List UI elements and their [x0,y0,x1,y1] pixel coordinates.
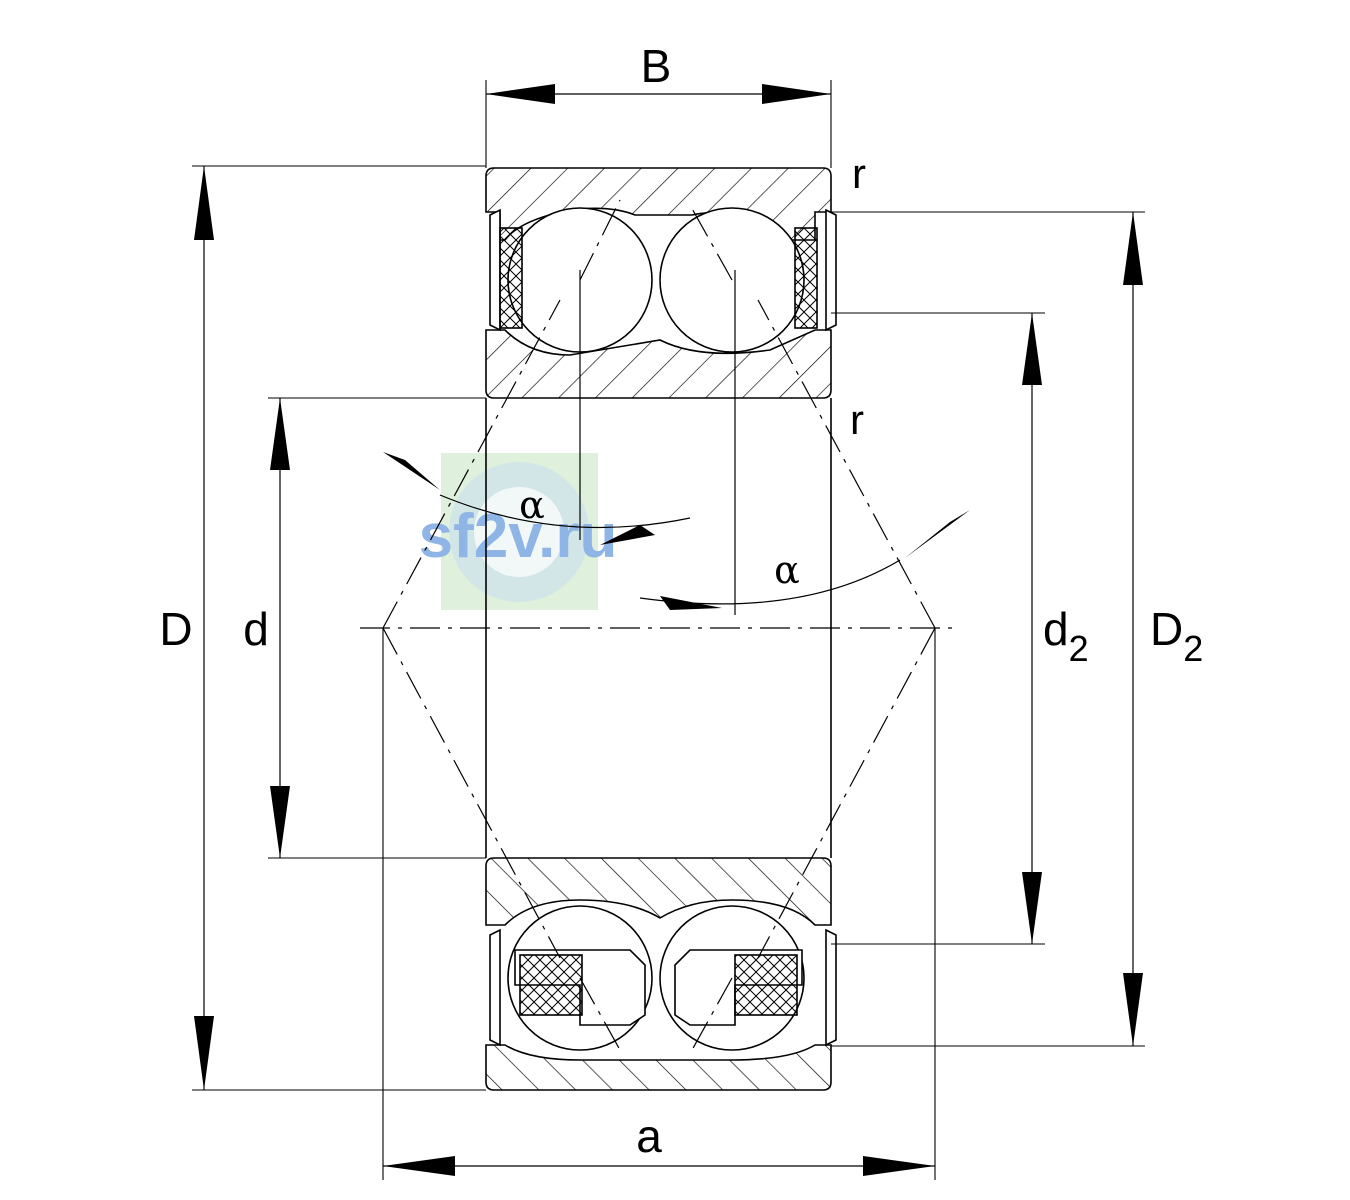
bearing-section-top [485,167,837,399]
seal-bottom-left [489,928,501,1047]
watermark-hub [474,487,564,577]
label-alpha-right: α [774,548,800,592]
contact-line-right-upper [757,299,936,629]
alpha-arrow-left-b [600,525,655,545]
inner-ring-top [485,329,832,399]
watermark-text: sf2v.ru [419,502,618,571]
seal-top-right [825,208,837,332]
label-alpha-left: α [519,483,545,527]
bearing-section-bottom [485,857,837,1091]
alpha-arc-right [639,559,901,605]
label-D: D [159,603,192,655]
watermark: sf2v.ru [419,453,618,610]
construction-lines [360,199,955,1051]
dimension-lines [194,84,1143,1176]
alpha-arrow-right-b [660,596,722,610]
contact-line-left-upper [382,299,561,629]
contact-line-left-lower [382,627,561,959]
seal-bottom-right [825,928,837,1047]
contact-line-right-lower [757,627,936,959]
alpha-arc-left [439,494,691,529]
inner-ring-bottom [485,857,832,926]
label-r-top: r [852,150,866,197]
outer-ring-bottom [485,1044,832,1091]
alpha-arrow-left-a [383,452,440,490]
label-a: a [636,1110,662,1162]
alpha-arrow-right-a [905,510,970,558]
label-d2: d2 [1043,603,1089,669]
seal-top-left [489,208,501,332]
label-B: B [641,40,672,92]
label-D2: D2 [1150,603,1203,669]
label-r-middle: r [850,396,864,443]
extension-lines [192,80,1145,1180]
label-d: d [243,603,269,655]
